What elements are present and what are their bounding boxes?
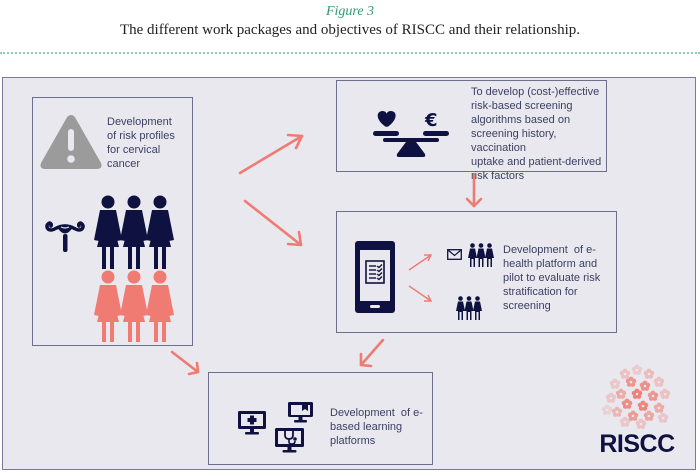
riscc-logo-flowers xyxy=(601,364,671,429)
text-line: cancer xyxy=(107,158,141,170)
arrow-up-small xyxy=(408,254,433,271)
arrow-to-algorithms xyxy=(238,133,304,175)
logo-flower xyxy=(639,380,651,391)
monitor-stethoscope-icon xyxy=(275,428,304,453)
logo-flower xyxy=(615,388,627,399)
text-line: screening xyxy=(503,300,551,312)
text-line: screening history, vaccination xyxy=(471,128,557,154)
logo-flower xyxy=(657,412,669,423)
text-line: health platform and xyxy=(503,258,598,270)
arrow-profiles-to-elearning xyxy=(170,350,200,376)
text-line: To develop (cost-)effective xyxy=(471,86,600,98)
text-line: risk-based screening xyxy=(471,100,573,112)
divider xyxy=(0,52,700,54)
box-algorithms: € To develop (cost-)effective risk-based… xyxy=(336,80,607,182)
logo-flower xyxy=(609,378,621,389)
logo-flower xyxy=(619,416,631,427)
uterus-icon xyxy=(45,221,85,252)
logo-flower xyxy=(643,368,655,379)
figure-label: Figure 3 xyxy=(325,4,375,19)
women-group-coral-icon xyxy=(94,270,174,342)
arrow-to-ehealth xyxy=(243,199,303,247)
logo-flower xyxy=(635,418,647,429)
logo-flower xyxy=(647,390,659,401)
logo-flower xyxy=(619,368,631,379)
logo-flower xyxy=(659,388,671,399)
text-line: stratification for xyxy=(503,286,578,298)
smartphone-checklist-icon xyxy=(355,241,395,313)
text-line: Development of e- xyxy=(503,244,596,256)
algorithms-text: To develop (cost-)effective risk-based s… xyxy=(471,85,606,183)
elearning-text: Development of e- based learning platfor… xyxy=(330,406,423,448)
box-ehealth: Development of e- health platform and pi… xyxy=(336,211,617,333)
balance-scale-heart-euro-icon: € xyxy=(373,110,449,157)
logo-flower xyxy=(637,400,649,411)
text-line: of risk profiles xyxy=(107,130,175,142)
logo-flower xyxy=(643,410,655,421)
arrow-algorithms-to-ehealth xyxy=(465,173,483,208)
arrow-ehealth-to-elearning xyxy=(359,338,385,368)
text-line: pilot to evaluate risk xyxy=(503,272,601,284)
logo-flower xyxy=(631,388,643,399)
riscc-logo-text: RISCC xyxy=(599,430,675,458)
text-line: for cervical xyxy=(107,144,161,156)
text-line: Development of e- xyxy=(330,407,423,419)
text-line: platforms xyxy=(330,435,376,447)
monitor-medical-cross-icon xyxy=(238,411,266,435)
arrow-down-small xyxy=(408,285,433,302)
text-line: risk factors xyxy=(471,170,525,182)
logo-flower xyxy=(601,404,613,415)
box-risk-profiles: Development of risk profiles for cervica… xyxy=(32,97,193,346)
logo-flower xyxy=(653,376,665,387)
logo-flower xyxy=(653,402,665,413)
logo-flower xyxy=(611,406,623,417)
ehealth-text: Development of e- health platform and pi… xyxy=(503,243,600,313)
monitor-bookmark-icon xyxy=(288,402,313,423)
women-group-navy-icon xyxy=(94,195,174,269)
logo-flower xyxy=(621,398,633,409)
envelope-icon xyxy=(447,249,462,260)
text-line: based learning xyxy=(330,421,403,433)
text-line: Development xyxy=(107,116,172,128)
text-line: uptake and patient-derived xyxy=(471,156,602,168)
logo-flower xyxy=(605,392,617,403)
svg-text:€: € xyxy=(424,110,438,131)
warning-icon xyxy=(40,115,102,169)
box-elearning: Development of e- based learning platfor… xyxy=(208,372,433,465)
logo-flower xyxy=(627,410,639,421)
women-group-small-icon xyxy=(468,243,494,267)
text-line: algorithms based on xyxy=(471,114,571,126)
figure-caption: The different work packages and objectiv… xyxy=(119,22,580,38)
logo-flower xyxy=(631,364,643,375)
women-group-small-icon xyxy=(456,296,482,320)
logo-flower xyxy=(625,376,637,387)
risk-profiles-text: Development of risk profiles for cervica… xyxy=(107,115,175,171)
